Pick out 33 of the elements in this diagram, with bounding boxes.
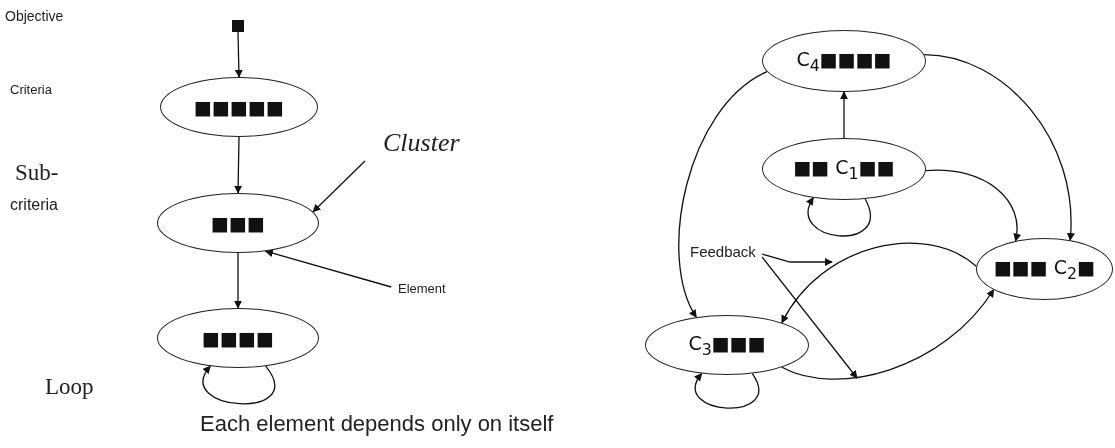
arrow bbox=[234, 136, 243, 194]
arrow bbox=[312, 160, 366, 213]
annotation-label: Feedback bbox=[690, 243, 762, 263]
element-squares: C$_{4}$■■■■ bbox=[796, 47, 892, 75]
arrow bbox=[234, 31, 243, 78]
loop-arrow bbox=[694, 372, 759, 409]
note-text: Each element depends only on itself bbox=[200, 411, 554, 437]
arrow bbox=[264, 249, 392, 288]
element-squares: ■■ C$_{1}$■■ bbox=[793, 155, 895, 183]
element-squares: ■■■■ bbox=[202, 327, 274, 349]
arrow bbox=[840, 91, 848, 139]
element-squares: C$_{3}$■■■ bbox=[688, 331, 766, 359]
loop-arrow bbox=[203, 365, 276, 405]
arrow bbox=[678, 70, 768, 318]
objective-square bbox=[232, 20, 244, 32]
level-label: Loop bbox=[45, 374, 94, 400]
element-squares: ■■■ bbox=[211, 212, 265, 234]
arrow bbox=[923, 53, 1075, 242]
arrow bbox=[781, 289, 995, 380]
annotation-label: Element bbox=[398, 281, 466, 301]
element-squares: ■■■ C$_{2}$■ bbox=[993, 255, 1096, 283]
arrow bbox=[781, 242, 977, 324]
leader-line bbox=[761, 256, 858, 379]
loop-arrow bbox=[806, 197, 871, 237]
annotation-label: Cluster bbox=[383, 128, 473, 158]
arrow bbox=[234, 252, 242, 309]
leader-line bbox=[761, 253, 833, 266]
element-squares: ■■■■■ bbox=[194, 96, 284, 118]
level-label: Criteria bbox=[10, 82, 52, 97]
level-label: Sub- bbox=[15, 160, 59, 186]
arrow bbox=[925, 169, 1021, 242]
level-label: Objective bbox=[5, 8, 64, 24]
level-label: criteria bbox=[10, 196, 58, 214]
